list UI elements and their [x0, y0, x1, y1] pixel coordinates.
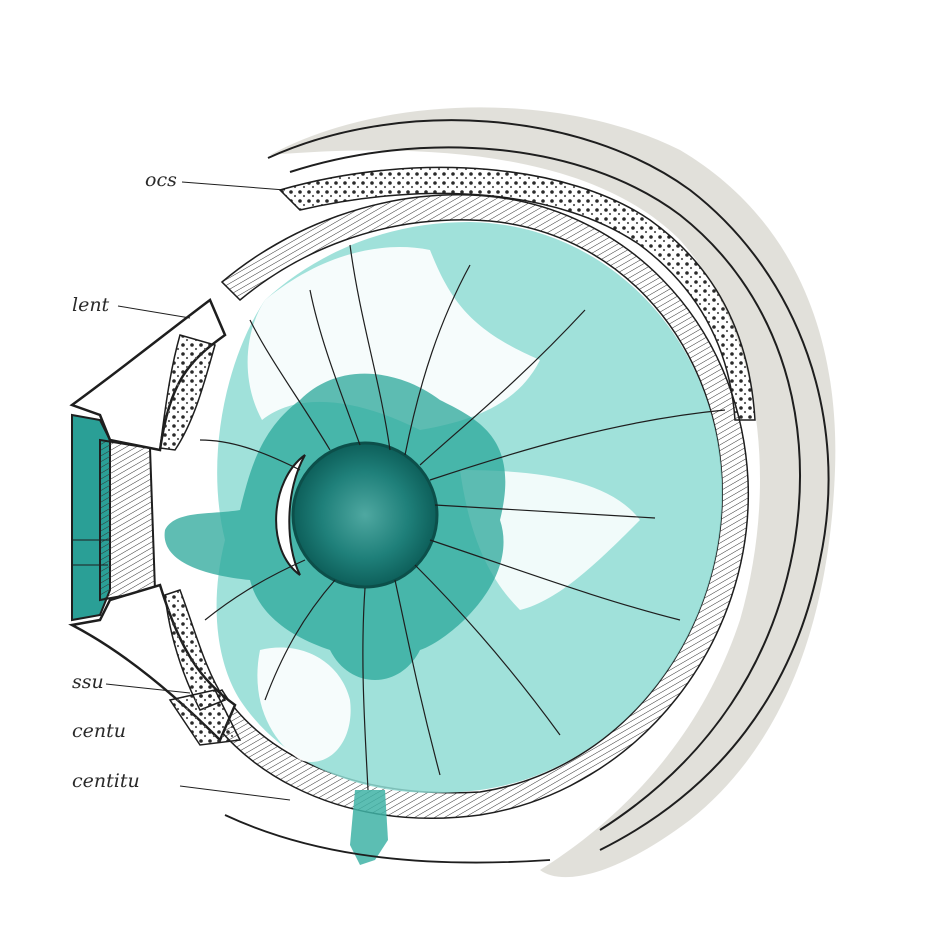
leader-ssu: [105, 683, 191, 694]
leader-centitu: [179, 785, 291, 801]
label-ssu: ssu: [72, 671, 104, 693]
vitreous-highlight-2: [460, 470, 640, 610]
leader-lent: [117, 305, 191, 319]
ciliary-lower: [168, 689, 242, 746]
vitreous-highlight: [247, 247, 541, 430]
bottom-edge: [224, 814, 551, 864]
label-centitu: centitu: [72, 770, 140, 792]
sclera-outer-line: [267, 119, 830, 851]
retinal-vessels: [199, 244, 726, 791]
vitreous-highlight-3: [257, 647, 351, 762]
label-ocs: ocs: [145, 169, 177, 191]
choroid-band: [278, 166, 756, 421]
label-lent: lent: [72, 294, 110, 316]
iris-upper-dense: [159, 334, 216, 451]
cornea-hatch: [99, 438, 157, 602]
optic-nerve: [350, 790, 388, 865]
sclera-inner-line: [289, 146, 801, 831]
lens-crescent: [275, 454, 306, 576]
label-centu: centu: [72, 720, 126, 742]
leader-ocs: [181, 181, 286, 191]
lens: [291, 441, 439, 589]
